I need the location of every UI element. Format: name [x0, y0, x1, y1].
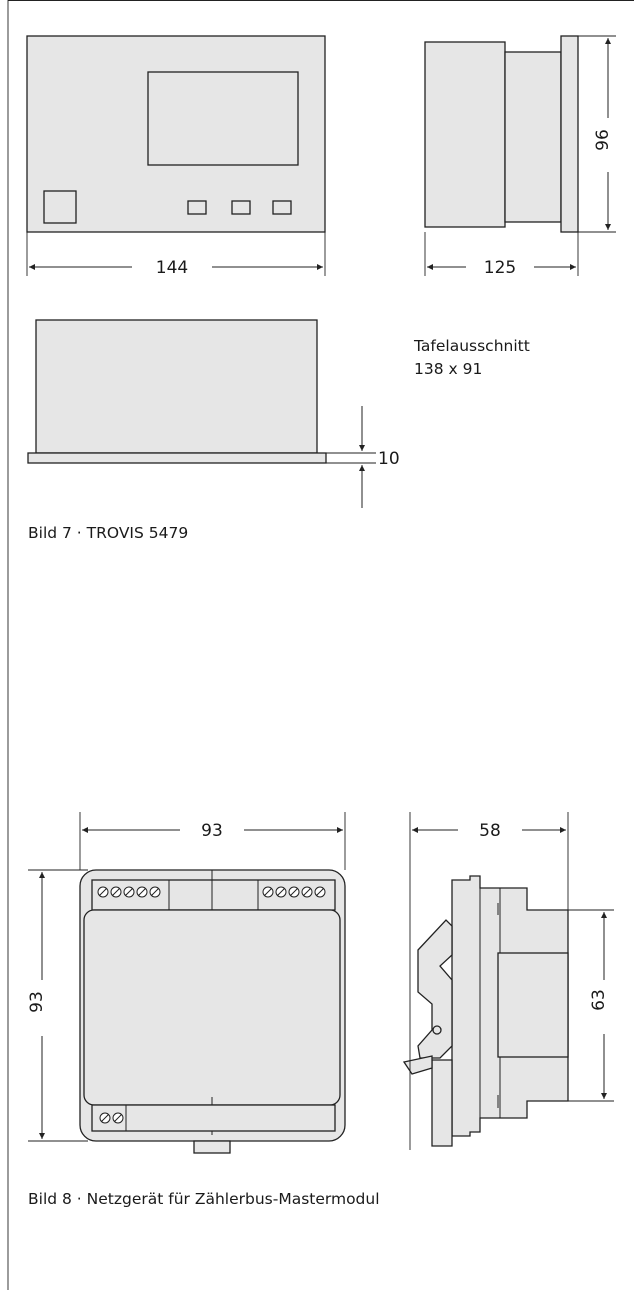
fig8-din-rail-foot [431, 1059, 453, 1147]
fig7-depth-dimension: 125 [424, 232, 579, 278]
fig8-front-view [79, 869, 346, 1154]
fig8-screws-top-right [262, 886, 326, 898]
fig8-side-view [402, 875, 569, 1147]
fig7-side-mid-body [504, 51, 562, 223]
fig7-display [147, 71, 299, 166]
fig8-dim-front-height-label: 63 [589, 989, 609, 1011]
fig8-dim-width-label: 93 [201, 821, 223, 841]
fig7-button-2 [231, 200, 251, 215]
fig7-knob [43, 190, 77, 224]
fig8-width-dimension: 93 [79, 812, 346, 870]
fig7-button-3 [272, 200, 292, 215]
fig7-side-front-flange [560, 35, 579, 233]
fig8-height-dimension: 93 [27, 869, 88, 1142]
fig8-din-rail-hook [402, 1055, 433, 1075]
fig8-side-window [497, 952, 569, 1058]
fig7-panel-cutout-note: Tafelausschnitt 138 x 91 [414, 335, 530, 381]
fig7-dim-width-label: 144 [156, 258, 188, 278]
fig8-screws-top-left [97, 886, 161, 898]
fig7-width-dimension: 144 [26, 232, 326, 278]
fig8-caption: Bild 8 · Netzgerät für Zählerbus-Masterm… [28, 1190, 380, 1208]
fig8-front-height-dimension: 63 [568, 909, 614, 1102]
fig7-dim-frame-label: 10 [378, 449, 400, 469]
fig8-bottom-terminal-strip [91, 1104, 336, 1132]
fig7-frame-dimension: 10 [326, 406, 400, 508]
fig7-dim-depth-label: 125 [484, 258, 516, 278]
fig7-top-view [27, 319, 327, 464]
fig7-top-frame [27, 452, 327, 464]
fig7-side-rear-body [424, 41, 506, 228]
fig8-front-cover [83, 909, 341, 1106]
fig7-height-dimension: 96 [578, 35, 616, 233]
fig7-top-body [35, 319, 318, 454]
fig8-screws-bottom-left [99, 1112, 124, 1124]
fig7-front-view [26, 35, 326, 233]
fig7-dim-height-label: 96 [593, 129, 613, 151]
fig7-side-view [424, 35, 579, 233]
fig7-panel-cutout-label: Tafelausschnitt [414, 337, 530, 355]
fig7-button-1 [187, 200, 207, 215]
fig8-depth-dimension: 58 [409, 812, 569, 1150]
fig7-panel-cutout-size: 138 x 91 [414, 360, 483, 378]
fig8-din-rail-clip [417, 919, 453, 1059]
fig7-caption: Bild 7 · TROVIS 5479 [28, 524, 189, 542]
fig8-din-clip [193, 1140, 231, 1154]
fig8-dim-depth-label: 58 [479, 821, 501, 841]
fig8-dim-height-label: 93 [27, 991, 47, 1013]
